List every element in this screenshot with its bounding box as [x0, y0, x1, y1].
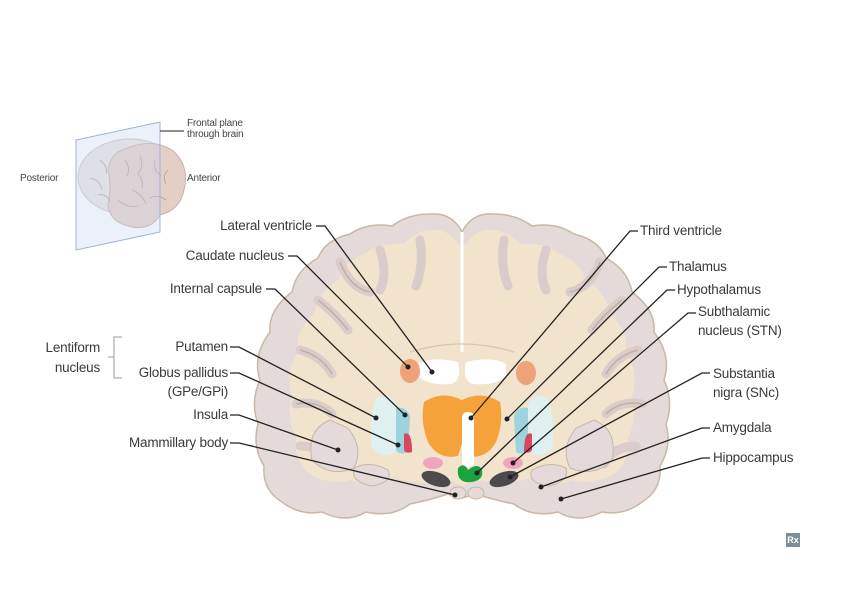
- dot: [538, 484, 544, 490]
- label-globus-pallidus: Globus pallidus (GPe/GPi): [138, 365, 229, 400]
- label-subthalamic-nucleus: Subthalamic nucleus (STN): [698, 304, 782, 339]
- frontal-plane-label-line2: through brain: [187, 129, 244, 140]
- corpus-callosum-arc: [409, 343, 515, 353]
- leader-insula: [230, 414, 339, 451]
- caudate-right: [516, 361, 536, 385]
- label-thalamus: Thalamus: [669, 259, 727, 274]
- third-ventricle: [462, 412, 474, 467]
- dot: [373, 415, 379, 421]
- red-nucleus-left: [404, 433, 412, 453]
- dot: [507, 474, 513, 480]
- caudate-left: [400, 359, 420, 383]
- leader-third-ventricle: [470, 230, 638, 419]
- inset-brain: [75, 121, 186, 251]
- sn-line1: Substantia: [713, 366, 775, 381]
- dot: [468, 415, 474, 421]
- putamen-left: [370, 396, 396, 456]
- label-hypothalamus: Hypothalamus: [677, 282, 761, 297]
- leader-caudate: [288, 255, 409, 368]
- stn-line2: nucleus (STN): [698, 323, 782, 338]
- lateral-ventricle-right: [464, 359, 506, 385]
- label-third-ventricle: Third ventricle: [640, 223, 722, 238]
- frontal-plane-label: Frontal plane through brain: [187, 118, 244, 140]
- label-mammillary-body: Mammillary body: [128, 435, 228, 450]
- lentiform-line2: nucleus: [54, 360, 100, 375]
- dot: [558, 496, 564, 502]
- label-amygdala: Amygdala: [713, 420, 772, 435]
- leader-stn: [512, 312, 696, 464]
- leader-globus-pallidus: [230, 372, 399, 446]
- leader-lines: [108, 225, 710, 500]
- substantia-nigra-left: [421, 470, 451, 488]
- leader-substantia-nigra: [509, 372, 710, 478]
- inset-sulci: [89, 155, 169, 207]
- label-lateral-ventricle: Lateral ventricle: [220, 218, 312, 233]
- anterior-label: Anterior: [187, 173, 221, 184]
- leader-hypothalamus: [476, 289, 675, 474]
- dot: [504, 416, 510, 422]
- label-internal-capsule: Internal capsule: [169, 281, 262, 296]
- leader-putamen: [230, 346, 377, 419]
- leader-lateral-ventricle: [316, 225, 433, 373]
- label-substantia-nigra: Substantia nigra (SNc): [713, 366, 779, 401]
- globus-pallidus-line2: (GPe/GPi): [167, 384, 229, 399]
- rx-icon[interactable]: Rx: [786, 533, 800, 547]
- stn-left: [423, 457, 443, 469]
- frontal-plane-label-line1: Frontal plane: [187, 118, 243, 129]
- mammillary-right: [467, 486, 485, 500]
- sulci-lines: [295, 261, 643, 415]
- leader-dots: [335, 364, 564, 502]
- leader-mammillary: [230, 442, 456, 496]
- hypothalamus: [457, 465, 483, 483]
- sn-line2: nigra (SNc): [713, 385, 780, 400]
- label-lentiform-nucleus: Lentiform nucleus: [45, 340, 101, 376]
- coronal-section: [253, 213, 671, 519]
- leader-amygdala: [540, 427, 710, 488]
- frontal-plane: [75, 121, 161, 251]
- label-hippocampus: Hippocampus: [713, 450, 794, 465]
- dot: [452, 492, 458, 498]
- temporal-lobe-right: [565, 419, 614, 473]
- leader-internal-capsule: [266, 288, 406, 416]
- globus-pallidus-line1: Globus pallidus: [138, 365, 229, 380]
- posterior-label: Posterior: [20, 173, 59, 184]
- lentiform-bracket: [113, 336, 122, 379]
- dot: [402, 412, 408, 418]
- dot: [405, 364, 411, 370]
- dot: [474, 470, 480, 476]
- dot: [335, 447, 341, 453]
- leader-hippocampus: [560, 457, 710, 500]
- leader-thalamus: [506, 266, 667, 420]
- lateral-ventricle-left: [418, 359, 460, 385]
- label-insula: Insula: [193, 407, 228, 422]
- dot: [395, 442, 401, 448]
- dot: [510, 460, 516, 466]
- label-putamen: Putamen: [175, 339, 228, 354]
- stn-line1: Subthalamic: [698, 304, 771, 319]
- temporal-lobe-left: [310, 419, 359, 473]
- putamen-right: [528, 396, 554, 456]
- lentiform-line1: Lentiform: [45, 340, 101, 355]
- label-caudate-nucleus: Caudate nucleus: [185, 248, 285, 263]
- thalamus-left: [422, 395, 465, 457]
- dot: [429, 369, 435, 375]
- mammillary-left: [449, 486, 467, 500]
